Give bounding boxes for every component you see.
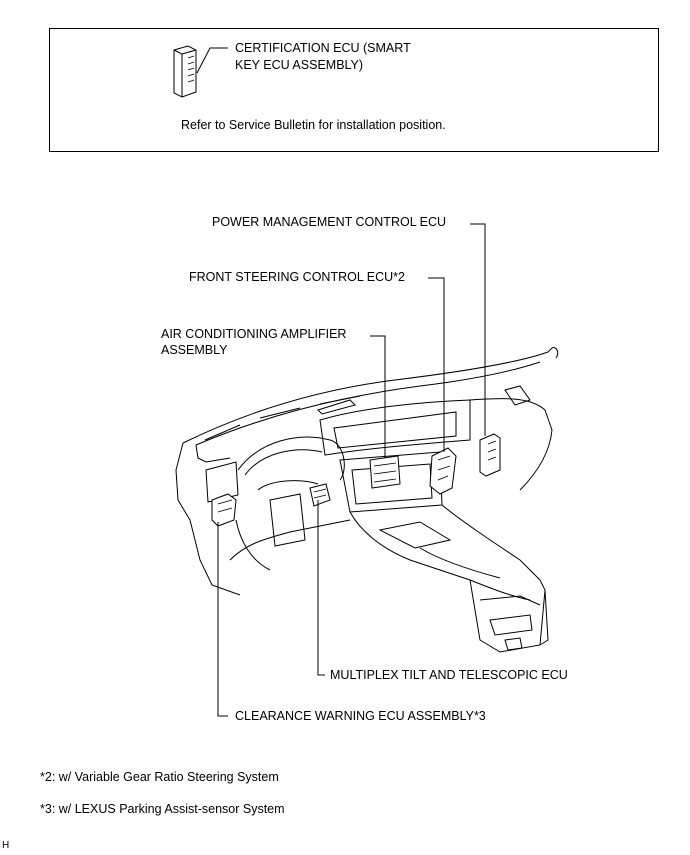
certification-ecu-label-line1: CERTIFICATION ECU (SMART — [235, 41, 411, 55]
footnote-2: *2: w/ Variable Gear Ratio Steering Syst… — [40, 770, 279, 784]
certification-ecu-label-line2: KEY ECU ASSEMBLY) — [235, 58, 364, 72]
air-conditioning-label-line1: AIR CONDITIONING AMPLIFIER — [161, 327, 347, 341]
certification-ecu-icon — [173, 45, 228, 98]
certification-ecu-box — [49, 28, 659, 152]
ecu-modules — [211, 433, 501, 527]
footnote-3: *3: w/ LEXUS Parking Assist-sensor Syste… — [40, 802, 285, 816]
corner-code: H — [2, 840, 10, 851]
multiplex-tilt-ecu-label: MULTIPLEX TILT AND TELESCOPIC ECU — [330, 668, 568, 682]
clearance-warning-ecu-label: CLEARANCE WARNING ECU ASSEMBLY*3 — [235, 709, 486, 723]
air-conditioning-label-line2: ASSEMBLY — [161, 343, 228, 357]
service-bulletin-note: Refer to Service Bulletin for installati… — [181, 118, 446, 132]
dashboard-drawing — [175, 347, 559, 653]
front-steering-ecu-label: FRONT STEERING CONTROL ECU*2 — [189, 270, 405, 284]
leader-lines — [217, 223, 486, 717]
power-management-ecu-label: POWER MANAGEMENT CONTROL ECU — [212, 215, 447, 229]
